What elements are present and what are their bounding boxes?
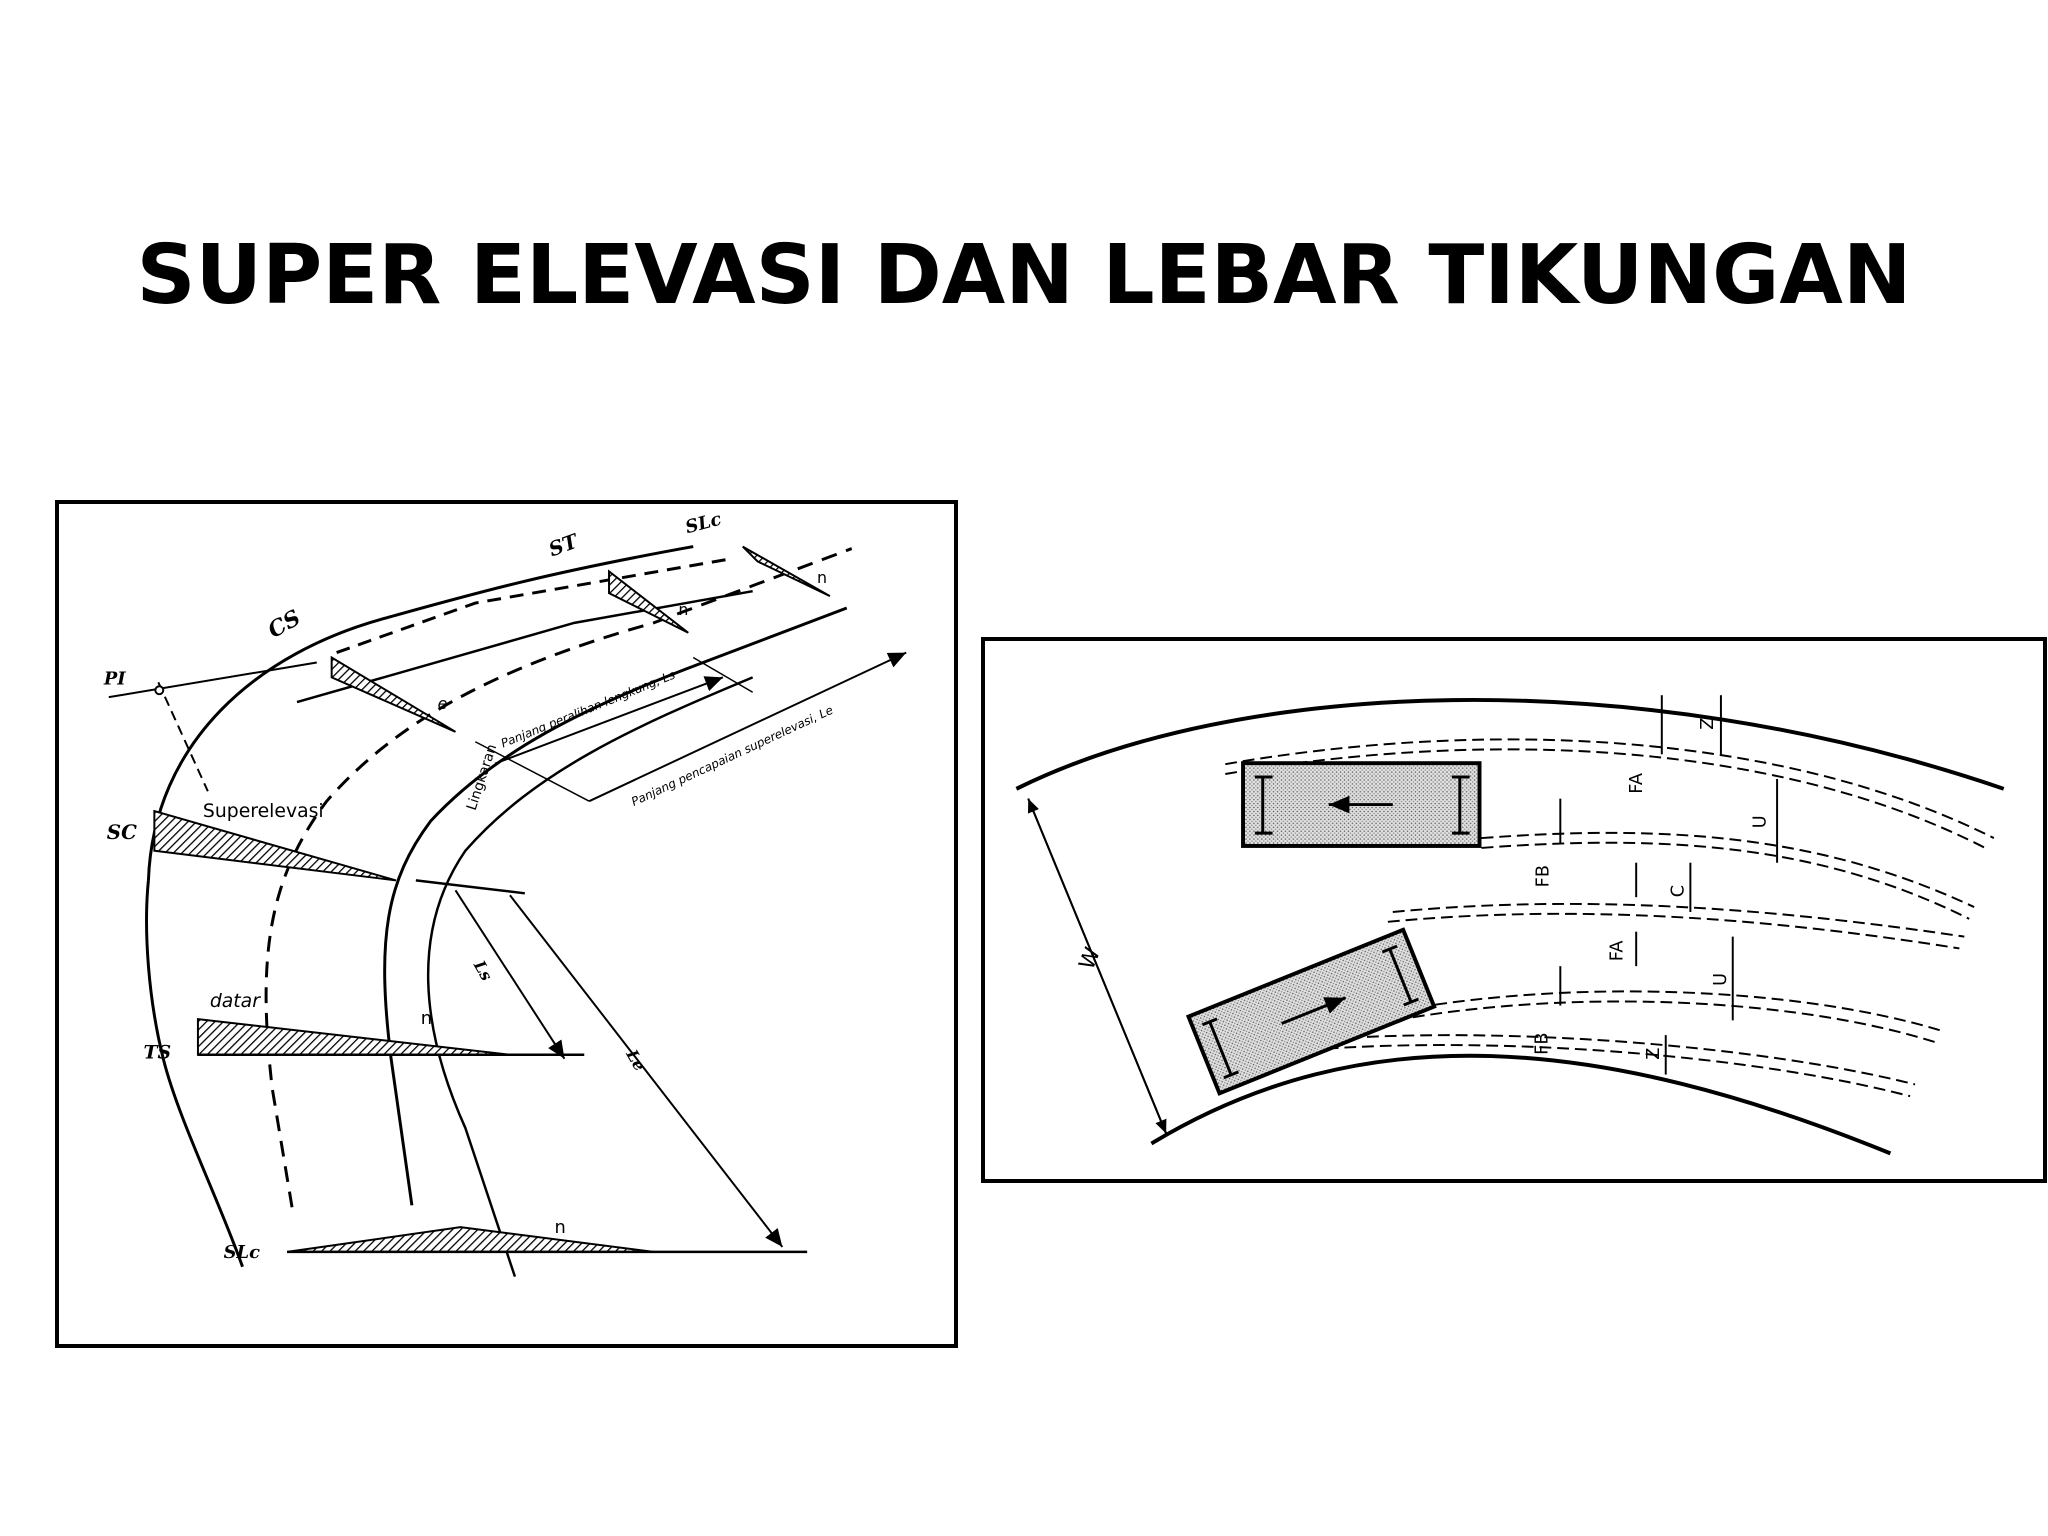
outer-edge-lower (145, 880, 244, 1268)
slide-title: SUPER ELEVASI DAN LEBAR TIKUNGAN (136, 228, 1912, 323)
label-cs: CS (264, 606, 305, 644)
label-ls: Ls (469, 956, 496, 984)
label-c: C (1668, 885, 1688, 897)
label-n-slc: n (555, 1217, 566, 1238)
label-fb-top: FB (1533, 865, 1553, 887)
outer-edge (146, 545, 694, 881)
st-wedge (608, 569, 689, 634)
inner-road-edge (1150, 1053, 1892, 1156)
label-pi: PI (103, 668, 126, 689)
label-st: ST (545, 528, 582, 561)
label-datar: datar (210, 991, 261, 1012)
label-lingkaran: Lingkaran (464, 742, 500, 812)
label-sc: SC (107, 820, 137, 844)
inner-edge (383, 606, 848, 1206)
label-slc-bottom: SLc (224, 1242, 260, 1263)
label-w: W (1075, 944, 1106, 973)
label-n-ts: n (421, 1008, 432, 1029)
label-slc-top: SLc (683, 509, 724, 539)
slc-top-wedge (742, 545, 831, 598)
label-fb-bottom: FB (1533, 1032, 1553, 1054)
lane-line-2 (296, 589, 753, 704)
lane-width-drawing: W Z FA U FB C FA U FB Z (1015, 695, 2005, 1156)
label-e: e (438, 694, 448, 713)
label-panjang-peralihan: Panjang peralihan lengkung, Ls (499, 668, 677, 751)
label-fa-top: FA (1627, 773, 1647, 794)
label-n-st: n (678, 600, 688, 619)
lane-width-diagram: W Z FA U FB C FA U FB Z (981, 637, 2047, 1183)
slc-bottom-wedge (286, 1226, 654, 1253)
label-z-bottom: Z (1644, 1048, 1664, 1060)
label-z-top: Z (1698, 718, 1718, 730)
superelevation-diagram: PI CS ST SLc SC TS SLc Superelevasi data… (55, 500, 958, 1348)
superelevasi-wedge (153, 809, 397, 882)
vehicle-bottom (1185, 927, 1437, 1096)
label-ts: TS (143, 1042, 171, 1064)
lane-dash (336, 557, 734, 654)
label-u-bottom: U (1711, 973, 1731, 986)
cs-wedge (330, 655, 456, 733)
label-fa-bottom: FA (1607, 941, 1627, 962)
center-line (264, 547, 853, 1208)
label-u-top: U (1750, 815, 1770, 828)
vehicle-top (1241, 761, 1482, 848)
superelevation-drawing: PI CS ST SLc SC TS SLc Superelevasi data… (103, 509, 907, 1278)
label-n-slc-top: n (817, 568, 827, 587)
ts-wedge (196, 1017, 511, 1056)
label-superelevasi: Superelevasi (203, 801, 324, 822)
outer-road-edge (1015, 698, 2005, 791)
